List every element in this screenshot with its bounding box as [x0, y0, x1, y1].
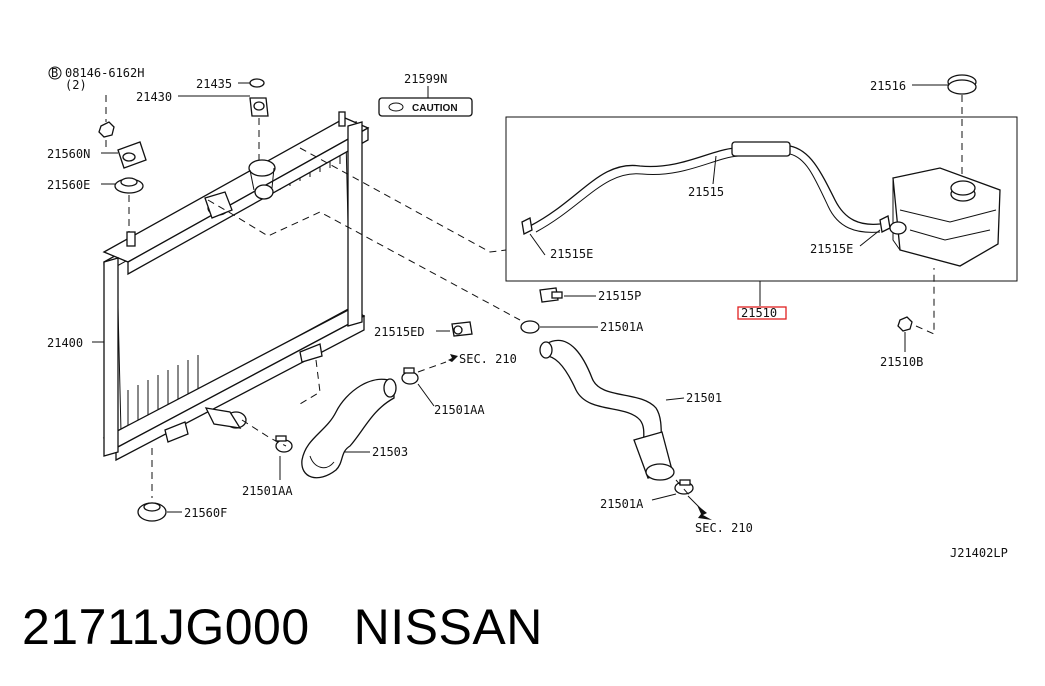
- clip-21515P: 21515P: [539, 287, 641, 303]
- svg-text:21516: 21516: [870, 79, 906, 93]
- svg-text:21435: 21435: [196, 77, 232, 91]
- svg-text:21501A: 21501A: [600, 497, 644, 511]
- clip-21515E-left: 21515E: [521, 217, 593, 261]
- svg-text:21430: 21430: [136, 90, 172, 104]
- svg-text:21515: 21515: [688, 185, 724, 199]
- label-21400: 21400: [47, 336, 83, 350]
- overflow-hose-21515: 21515: [529, 141, 881, 233]
- sec210-mid: SEC. 210: [417, 352, 517, 373]
- reservoir-tank: [889, 167, 1001, 267]
- svg-text:21501: 21501: [686, 391, 722, 405]
- svg-text:21599N: 21599N: [404, 72, 447, 86]
- clamp-21501A-bottom: 21501A: [600, 479, 694, 511]
- svg-text:21501A: 21501A: [600, 320, 644, 334]
- mount-21560N: 21560N: [47, 141, 147, 169]
- label-21510: 21510: [737, 281, 787, 320]
- svg-text:21515E: 21515E: [550, 247, 593, 261]
- svg-text:21501AA: 21501AA: [242, 484, 293, 498]
- mount-21560E: 21560E: [47, 140, 144, 232]
- svg-text:21560F: 21560F: [184, 506, 227, 520]
- reservoir-kit-box: [505, 116, 1018, 282]
- svg-text:21503: 21503: [372, 445, 408, 459]
- svg-text:CAUTION: CAUTION: [412, 103, 458, 114]
- brand-name: NISSAN: [353, 599, 543, 655]
- dash-link-upper-hose: [207, 199, 521, 321]
- svg-text:B: B: [51, 66, 58, 80]
- hose-21501: 21501: [539, 339, 722, 481]
- svg-text:21515E: 21515E: [810, 242, 853, 256]
- dash-link-overflow: [299, 147, 507, 253]
- highlight-box: [737, 306, 787, 320]
- svg-text:21560E: 21560E: [47, 178, 90, 192]
- part-number: 21711JG000: [22, 599, 310, 655]
- clip-21515ED: 21515ED: [374, 321, 473, 339]
- caution-label-21599N: 21599N CAUTION: [378, 72, 473, 117]
- clamp-21501A-top: 21501A: [520, 320, 644, 334]
- svg-text:08146-6162H: 08146-6162H: [65, 66, 144, 80]
- clip-21515E-right: 21515E: [810, 215, 891, 256]
- svg-text:21510B: 21510B: [880, 355, 923, 369]
- svg-text:SEC. 210: SEC. 210: [459, 352, 517, 366]
- radiator: [102, 111, 370, 462]
- bolt-08146: B 08146-6162H (2): [48, 66, 144, 138]
- svg-text:21515ED: 21515ED: [374, 325, 425, 339]
- dash-link-lower: [299, 359, 321, 405]
- diagram-code: J21402LP: [950, 546, 1008, 560]
- clamp-21501AA-right: 21501AA: [401, 367, 485, 417]
- clamp-21501AA-left: 21501AA: [241, 419, 293, 498]
- svg-text:21515P: 21515P: [598, 289, 641, 303]
- sec210-bottom: SEC. 210: [687, 495, 753, 535]
- cap-21516: 21516: [870, 74, 977, 178]
- parts-diagram: B 08146-6162H (2) 21560N 21560E 21400 21…: [47, 66, 1018, 560]
- svg-text:SEC. 210: SEC. 210: [695, 521, 753, 535]
- bolt-21510B: 21510B: [880, 268, 935, 369]
- cap-21430: 21435 21430: [136, 77, 269, 160]
- footer: 21711JG000 NISSAN: [22, 598, 543, 656]
- mount-21560F: 21560F: [137, 448, 227, 522]
- svg-text:(2): (2): [65, 78, 87, 92]
- hose-21503: 21503: [301, 378, 408, 479]
- svg-text:21560N: 21560N: [47, 147, 90, 161]
- svg-text:21501AA: 21501AA: [434, 403, 485, 417]
- svg-text:21510: 21510: [741, 306, 777, 320]
